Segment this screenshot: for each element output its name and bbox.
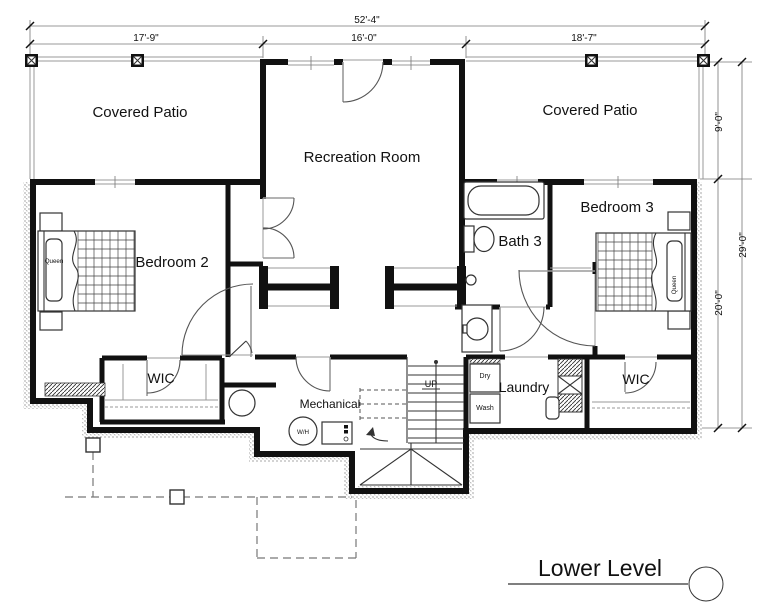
patio-column-icon xyxy=(131,54,144,67)
door-wic-left xyxy=(146,359,181,396)
utility-chase xyxy=(545,358,583,420)
window-icon xyxy=(584,176,653,188)
label-bath-3: Bath 3 xyxy=(498,233,541,250)
window-icon xyxy=(392,56,430,70)
deck-post-icon xyxy=(85,437,101,453)
label-recreation-room: Recreation Room xyxy=(304,149,421,166)
top-dimensions: 52'-4" 17'-9" 16'-0" 18'-7" xyxy=(25,15,710,58)
knee-walls xyxy=(259,266,466,309)
label-mechanical: Mechanical xyxy=(300,397,361,411)
sump-icon xyxy=(228,389,256,417)
title-block: Lower Level xyxy=(508,555,724,602)
water-heater-icon: W/H xyxy=(288,416,318,446)
label-laundry: Laundry xyxy=(499,379,550,395)
foundation-stipple xyxy=(23,182,702,499)
bathtub-icon xyxy=(463,181,545,220)
water-heater-label: W/H xyxy=(297,429,309,436)
bed-queen-right: Queen xyxy=(595,211,692,330)
room-labels: Covered Patio Covered Patio Recreation R… xyxy=(92,102,653,411)
dim-overall-width: 52'-4" xyxy=(354,15,380,26)
door-recroom-patio xyxy=(342,61,384,103)
window-icon xyxy=(288,56,334,70)
door-wic-right xyxy=(624,361,657,394)
window-well-hatch xyxy=(44,382,106,397)
patio-column-icon xyxy=(25,54,38,67)
stairs-up-label: UP xyxy=(425,379,438,389)
bath3-fixtures xyxy=(461,181,545,353)
patio-outlines xyxy=(25,54,710,179)
deck-post-icon xyxy=(169,489,185,505)
bed-queen-left: Queen xyxy=(37,212,136,331)
drawing-title: Lower Level xyxy=(538,555,662,581)
washer-icon: Wash xyxy=(469,393,501,424)
patio-column-icon xyxy=(585,54,598,67)
bed-left-label: Queen xyxy=(45,258,64,265)
wic-shelving xyxy=(105,364,690,409)
dim-main-depth: 20'-0" xyxy=(714,290,725,316)
door-vestibule xyxy=(228,340,253,358)
dryer-label: Dry xyxy=(480,373,491,380)
furnace-icon xyxy=(321,421,353,445)
door-bedroom2 xyxy=(181,283,254,357)
stairs: UP xyxy=(359,357,464,486)
door-mechanical xyxy=(295,356,331,392)
mechanical-fixtures: W/H xyxy=(228,389,353,446)
door-bedroom3 xyxy=(518,269,596,347)
doors xyxy=(146,59,657,396)
patio-column-icon xyxy=(697,54,710,67)
label-wic-left: WIC xyxy=(147,370,174,386)
door-bath3 xyxy=(499,306,545,352)
laundry-fixtures: Dry Wash xyxy=(469,358,583,424)
dim-left-width: 17'-9" xyxy=(133,33,159,44)
stair-arrow-icon xyxy=(366,427,375,436)
title-bubble-icon xyxy=(688,566,724,602)
label-wic-right: WIC xyxy=(622,371,649,387)
bed-right-label: Queen xyxy=(671,275,678,294)
washer-label: Wash xyxy=(476,405,494,412)
label-covered-patio-right: Covered Patio xyxy=(542,102,637,119)
dryer-icon: Dry xyxy=(469,363,501,393)
dim-overall-depth: 29'-0" xyxy=(738,232,749,258)
window-icon xyxy=(95,176,135,188)
label-bedroom-2: Bedroom 2 xyxy=(135,254,208,271)
sink-vanity-icon xyxy=(461,304,493,353)
dim-right-width: 18'-7" xyxy=(571,33,597,44)
interior-walls xyxy=(99,179,694,431)
dim-center-width: 16'-0" xyxy=(351,33,377,44)
deck-above-outline xyxy=(65,437,357,559)
dim-patio-depth: 9'-0" xyxy=(714,112,725,132)
windows xyxy=(95,56,653,188)
label-bedroom-3: Bedroom 3 xyxy=(580,199,653,216)
toilet-icon xyxy=(463,225,495,286)
label-covered-patio-left: Covered Patio xyxy=(92,104,187,121)
right-dimensions: 9'-0" 20'-0" 29'-0" xyxy=(700,57,752,433)
double-door-recroom xyxy=(262,197,295,259)
stair-areaway xyxy=(359,443,463,486)
